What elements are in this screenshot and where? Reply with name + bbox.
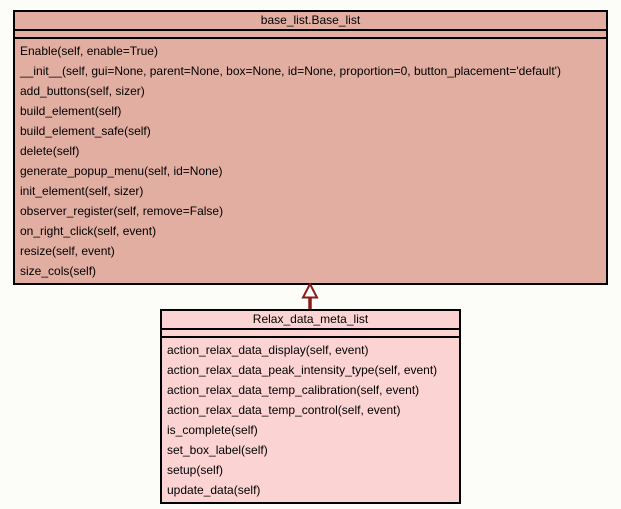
inheritance-arrow [301, 283, 319, 309]
class-name-base-list: base_list.Base_list [15, 12, 606, 31]
method-row: update_data(self) [167, 483, 261, 497]
method-row: action_relax_data_display(self, event) [167, 343, 369, 357]
method-row: delete(self) [20, 144, 80, 158]
methods-compartment-relax-data-meta-list: action_relax_data_display(self, event) a… [162, 338, 459, 502]
method-row: on_right_click(self, event) [20, 224, 157, 238]
method-row: size_cols(self) [20, 264, 97, 278]
method-row: set_box_label(self) [167, 443, 268, 457]
attributes-compartment-relax-data-meta-list [162, 330, 459, 338]
method-row: action_relax_data_temp_control(self, eve… [167, 403, 401, 417]
method-row: build_element_safe(self) [20, 124, 151, 138]
method-row: observer_register(self, remove=False) [20, 204, 224, 218]
method-row: add_buttons(self, sizer) [20, 84, 145, 98]
method-row: generate_popup_menu(self, id=None) [20, 164, 223, 178]
class-box-relax-data-meta-list: Relax_data_meta_list action_relax_data_d… [160, 309, 461, 504]
method-row: build_element(self) [20, 104, 122, 118]
method-row: Enable(self, enable=True) [20, 44, 158, 58]
method-row: __init__(self, gui=None, parent=None, bo… [20, 64, 561, 78]
method-row: action_relax_data_peak_intensity_type(se… [167, 363, 438, 377]
method-row: setup(self) [167, 463, 224, 477]
class-name-relax-data-meta-list: Relax_data_meta_list [162, 311, 459, 330]
attributes-compartment-base-list [15, 31, 606, 39]
class-box-base-list: base_list.Base_list Enable(self, enable=… [13, 10, 608, 285]
methods-compartment-base-list: Enable(self, enable=True) __init__(self,… [15, 39, 606, 283]
inheritance-arrow-head [301, 283, 319, 299]
method-row: is_complete(self) [167, 423, 258, 437]
method-row: resize(self, event) [20, 244, 115, 258]
method-row: init_element(self, sizer) [20, 184, 144, 198]
method-row: action_relax_data_temp_calibration(self,… [167, 383, 420, 397]
